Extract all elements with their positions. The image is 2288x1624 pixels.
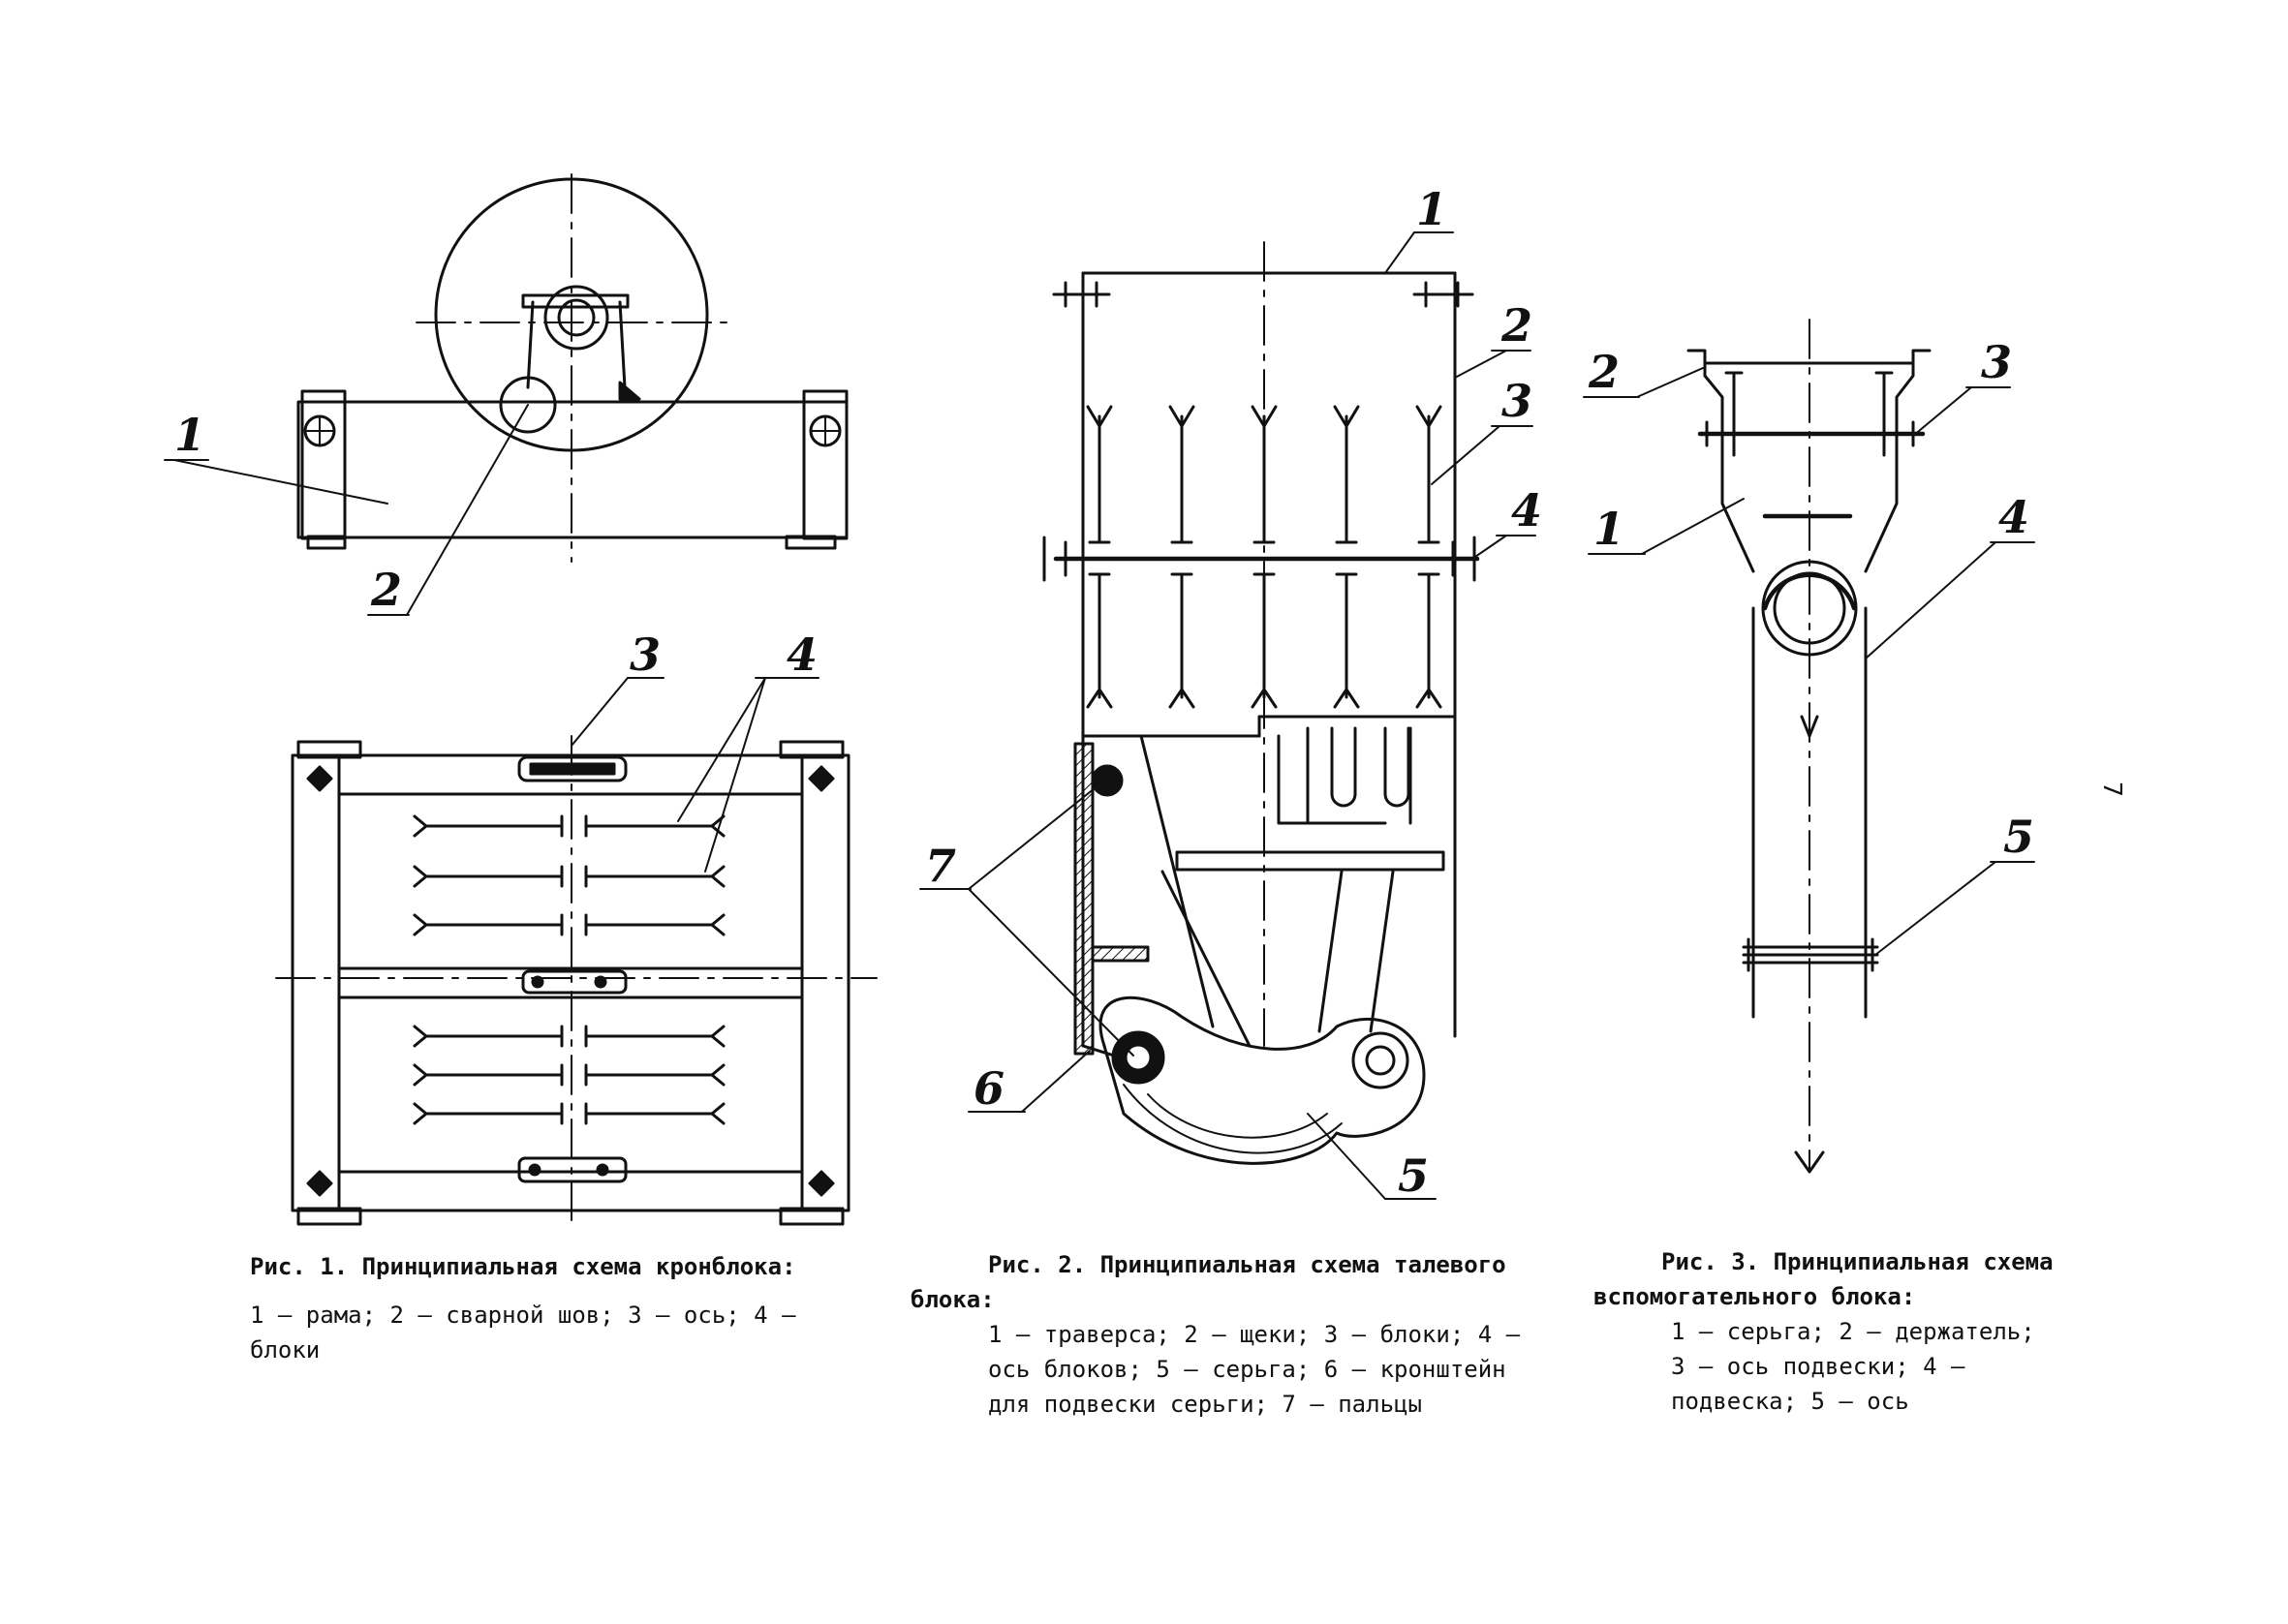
svg-text:2: 2 [1588,346,1620,398]
fig1-callout-2: 2 [367,404,529,616]
svg-text:4: 4 [787,628,818,681]
fig2-callout-6: 6 [968,1050,1091,1115]
fig3-auxiliary-block-drawing: 1 2 3 4 5 [1583,319,2035,1174]
svg-text:5: 5 [2003,811,2034,863]
fig2-caption-legend: 1 – траверса; 2 – щеки; 3 – блоки; 4 – о… [988,1321,1521,1418]
fig1-front-view [296,173,849,563]
svg-text:1: 1 [1593,503,1624,555]
fig1-callout-3: 3 [571,628,665,747]
fig2-callout-1: 1 [1384,183,1454,274]
svg-text:5: 5 [1398,1149,1429,1202]
svg-text:3: 3 [1981,336,2012,388]
svg-text:2: 2 [1500,299,1532,352]
fig1-caption-title: Рис. 1. Принципиальная схема кронблока: [250,1253,796,1280]
fig3-caption: Рис. 3. Принципиальная схема вспомогател… [1593,1244,2058,1419]
fig3-callout-4: 4 [1865,491,2035,659]
fig2-traveling-block-drawing: 1 2 3 4 5 6 7 [919,183,1542,1202]
svg-text:3: 3 [1501,375,1532,427]
fig3-caption-legend: 1 – серьга; 2 – держатель; 3 – ось подве… [1671,1318,2035,1415]
fig2-callout-5: 5 [1307,1113,1437,1202]
fig1-callout-1: 1 [164,409,388,505]
svg-text:4: 4 [1998,491,2029,543]
svg-text:2: 2 [370,564,402,616]
fig3-callout-2: 2 [1583,346,1704,398]
fig2-callout-7: 7 [919,780,1134,1057]
fig1-crown-block-drawing: 1 2 3 4 [164,173,878,1226]
fig3-callout-1: 1 [1588,498,1745,555]
fig3-callout-3: 3 [1912,336,2012,437]
svg-text:7: 7 [925,840,956,892]
fig2-caption: Рис. 2. Принципиальная схема талевого бл… [911,1247,1540,1422]
fig1-plan-view [275,735,878,1226]
fig3-callout-5: 5 [1874,811,2035,956]
svg-text:4: 4 [1511,484,1542,536]
svg-text:1: 1 [174,409,205,461]
fig1-callout-4: 4 [677,628,819,873]
fig1-caption-legend: 1 – рама; 2 – сварной шов; 3 – ось; 4 – … [250,1302,796,1364]
page-number: 7 [2097,781,2126,797]
fig3-caption-title: Рис. 3. Принципиальная схема вспомогател… [1593,1248,2054,1310]
fig2-callout-4: 4 [1471,484,1542,560]
svg-text:3: 3 [630,628,661,681]
svg-text:1: 1 [1416,183,1447,235]
svg-text:6: 6 [974,1062,1005,1115]
fig2-callout-3: 3 [1431,375,1533,485]
fig1-caption: Рис. 1. Принципиальная схема кронблока: … [250,1249,870,1367]
fig2-callout-2: 2 [1454,299,1532,379]
fig2-caption-title: Рис. 2. Принципиальная схема талевого бл… [911,1251,1506,1313]
